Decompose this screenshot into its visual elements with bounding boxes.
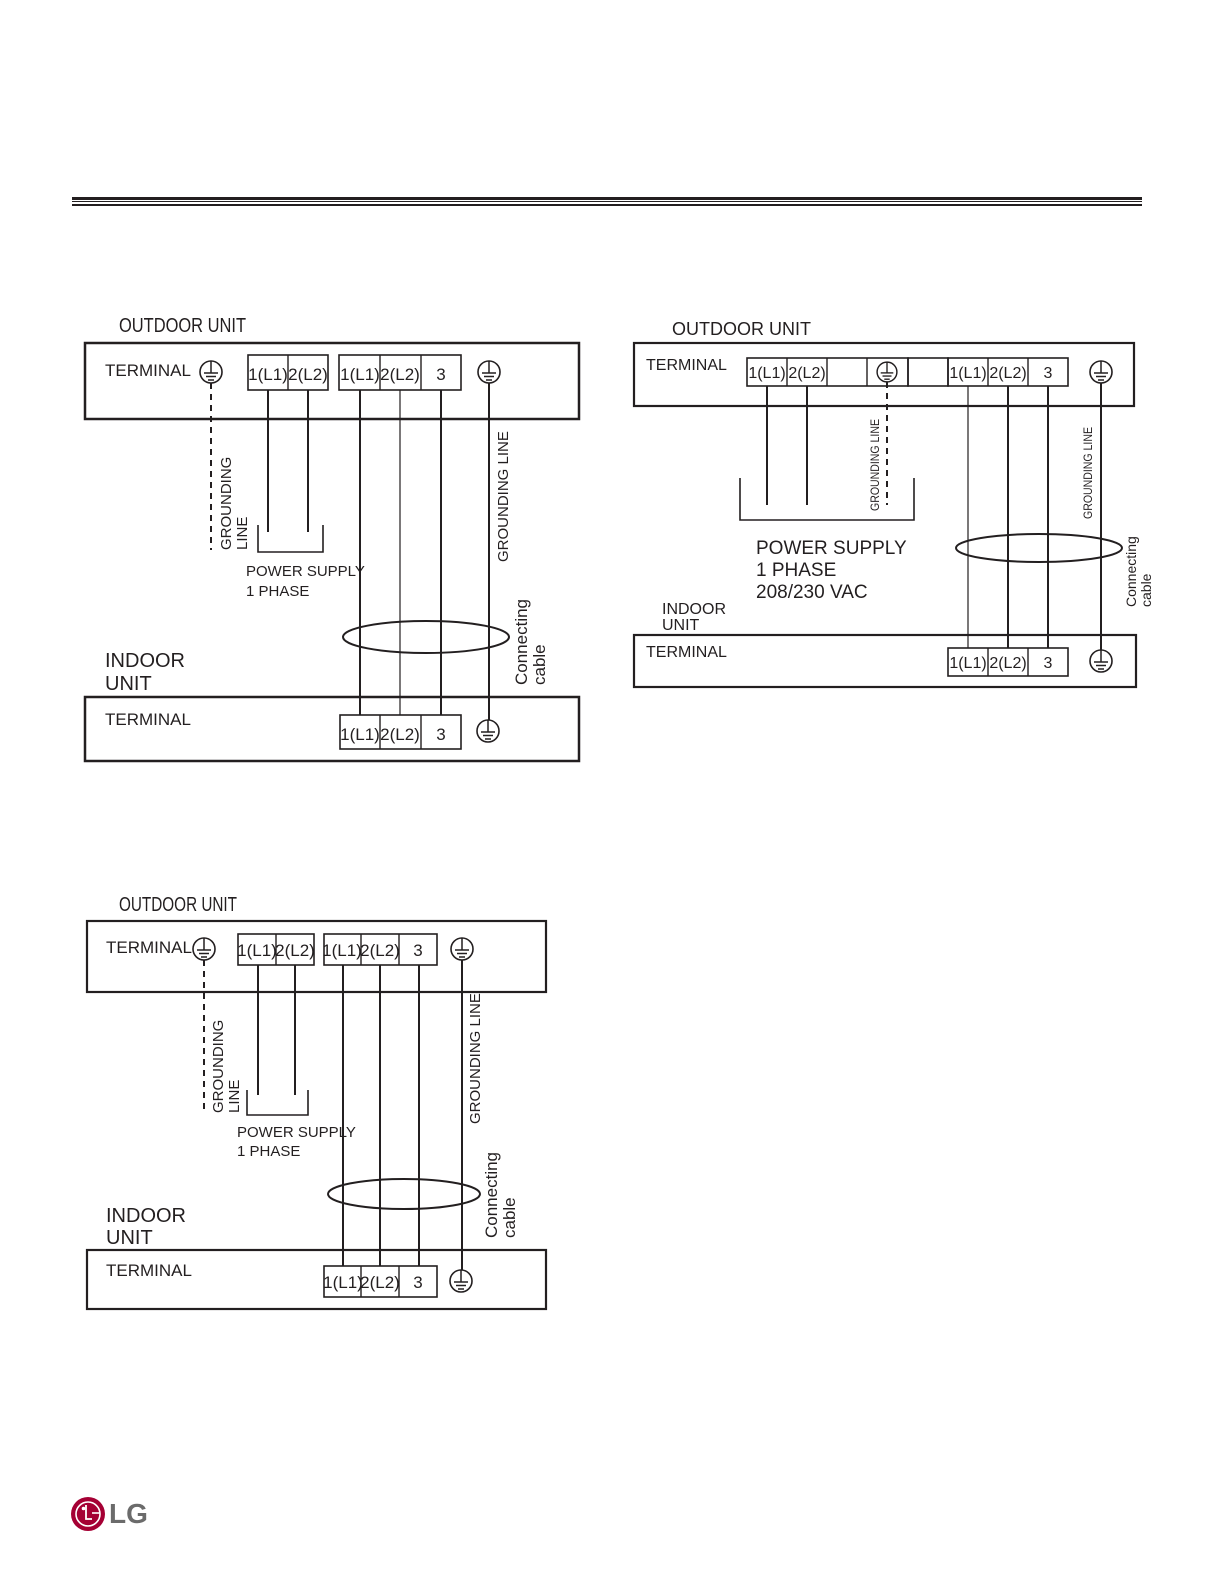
header-rule-bottom bbox=[72, 204, 1142, 206]
connecting-cable-ellipse bbox=[327, 1178, 481, 1210]
grounding-line-label: GROUNDING LINE bbox=[210, 1015, 243, 1113]
indoor-terminal-block bbox=[323, 1265, 438, 1298]
indoor-terminal-block bbox=[339, 714, 462, 750]
indoor-unit-box bbox=[632, 633, 1138, 689]
indoor-terminal-label: TERMINAL bbox=[106, 1261, 192, 1280]
ground-icon bbox=[1089, 360, 1113, 384]
power-terminal-2: 2(L2) bbox=[788, 365, 825, 382]
lg-logo: LG bbox=[71, 1497, 148, 1531]
indoor-terminal-2: 2(L2) bbox=[380, 725, 420, 744]
outdoor-terminal-1: 1(L1) bbox=[340, 365, 380, 384]
power-terminal-1: 1(L1) bbox=[237, 941, 277, 960]
ground-icon bbox=[199, 360, 223, 384]
outdoor-unit-box bbox=[632, 341, 1136, 408]
lg-logo-text: LG bbox=[109, 1498, 148, 1529]
diagram-a: OUTDOOR UNIT TERMINAL 1(L1) 2(L2) 1(L1) … bbox=[83, 315, 581, 763]
indoor-terminal-label: TERMINAL bbox=[646, 644, 727, 661]
indoor-unit-box bbox=[85, 1248, 548, 1311]
outdoor-terminal-2: 2(L2) bbox=[380, 365, 420, 384]
connecting-cable-ellipse bbox=[955, 533, 1123, 563]
connecting-cable-ellipse bbox=[342, 620, 510, 654]
indoor-unit-title: INDOOR UNIT bbox=[106, 1205, 192, 1249]
indoor-terminal-3: 3 bbox=[1044, 655, 1053, 672]
indoor-terminal-3: 3 bbox=[436, 725, 445, 744]
indoor-terminal-3: 3 bbox=[413, 1273, 422, 1292]
grounding-line-label-right: GROUNDING LINE bbox=[495, 431, 512, 562]
power-supply-bracket bbox=[257, 525, 324, 553]
grounding-line-label: GROUNDING LINE bbox=[868, 419, 882, 511]
outdoor-terminal-label: TERMINAL bbox=[646, 357, 727, 374]
connecting-cable-label: Connecting cable bbox=[482, 1147, 519, 1238]
power-supply-bracket bbox=[739, 478, 915, 521]
indoor-terminal-1: 1(L1) bbox=[949, 655, 986, 672]
lg-logo-icon bbox=[71, 1497, 105, 1531]
outdoor-terminal-2: 2(L2) bbox=[360, 941, 400, 960]
outdoor-terminal-1: 1(L1) bbox=[322, 941, 362, 960]
header-rule-top bbox=[72, 197, 1142, 200]
outdoor-terminal-2: 2(L2) bbox=[989, 365, 1026, 382]
outdoor-unit-title: OUTDOOR UNIT bbox=[672, 319, 811, 339]
power-terminal-1: 1(L1) bbox=[248, 365, 288, 384]
outdoor-unit-box bbox=[83, 341, 581, 421]
ground-icon bbox=[450, 937, 474, 961]
indoor-terminal-block bbox=[947, 647, 1069, 677]
outdoor-unit-title: OUTDOOR UNIT bbox=[119, 315, 246, 337]
diagram-b: OUTDOOR UNIT TERMINAL 1(L1) 2(L2) 1(L1) … bbox=[632, 319, 1154, 689]
indoor-unit-title: INDOOR UNIT bbox=[662, 601, 730, 634]
indoor-terminal-2: 2(L2) bbox=[360, 1273, 400, 1292]
indoor-terminal-1: 1(L1) bbox=[340, 725, 380, 744]
power-supply-label: POWER SUPPLY 1 PHASE 208/230 VAC bbox=[756, 538, 912, 603]
ground-icon bbox=[876, 361, 898, 383]
indoor-unit-box bbox=[83, 695, 581, 763]
diagram-c: OUTDOOR UNIT TERMINAL 1(L1) 2(L2) 1(L1) … bbox=[85, 894, 548, 1311]
outdoor-terminal-label: TERMINAL bbox=[106, 938, 192, 957]
outdoor-unit-title: OUTDOOR UNIT bbox=[119, 894, 237, 916]
ground-icon bbox=[477, 360, 501, 384]
connecting-cable-label: Connecting cable bbox=[512, 594, 549, 685]
outdoor-terminal-3: 3 bbox=[1044, 365, 1053, 382]
indoor-terminal-2: 2(L2) bbox=[989, 655, 1026, 672]
power-supply-bracket bbox=[246, 1090, 309, 1116]
ground-icon bbox=[449, 1269, 473, 1293]
outdoor-terminal-1: 1(L1) bbox=[949, 365, 986, 382]
grounding-line-label: GROUNDING LINE bbox=[218, 452, 251, 550]
indoor-unit-title: INDOOR UNIT bbox=[105, 650, 191, 695]
power-terminal-2: 2(L2) bbox=[275, 941, 315, 960]
power-terminal-1: 1(L1) bbox=[748, 365, 785, 382]
power-terminal-2: 2(L2) bbox=[288, 365, 328, 384]
outdoor-unit-box bbox=[85, 919, 548, 994]
power-supply-label: POWER SUPPLY 1 PHASE bbox=[237, 1124, 360, 1160]
ground-icon bbox=[476, 719, 500, 743]
outdoor-terminal-3: 3 bbox=[436, 365, 445, 384]
indoor-terminal-1: 1(L1) bbox=[323, 1273, 363, 1292]
grounding-line-label-right: GROUNDING LINE bbox=[1081, 427, 1095, 519]
outdoor-terminal-label: TERMINAL bbox=[105, 361, 191, 380]
header-rule-middle bbox=[72, 201, 1142, 202]
ground-icon bbox=[1089, 649, 1113, 673]
connecting-cable-label: Connecting cable bbox=[1123, 532, 1154, 607]
ground-icon bbox=[192, 937, 216, 961]
blank-terminal bbox=[907, 357, 949, 387]
power-supply-label: POWER SUPPLY 1 PHASE bbox=[246, 563, 369, 600]
grounding-line-label-right: GROUNDING LINE bbox=[467, 993, 484, 1124]
indoor-terminal-label: TERMINAL bbox=[105, 710, 191, 729]
outdoor-terminal-3: 3 bbox=[413, 941, 422, 960]
